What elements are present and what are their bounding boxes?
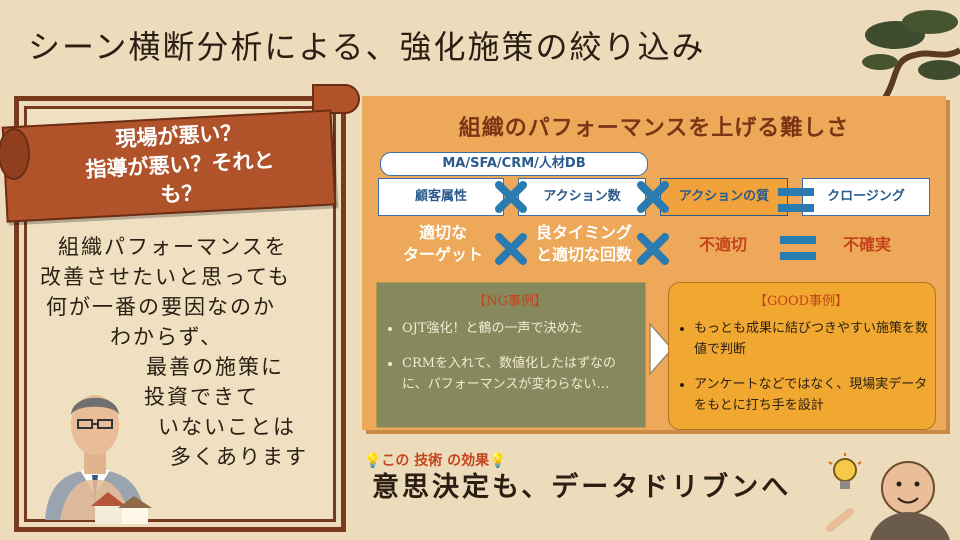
presenter-illustration <box>826 461 950 540</box>
list-item: もっとも成果に結びつきやすい施策を数値で判断 <box>694 318 928 360</box>
statement-line: 改善させたいと思っても <box>40 265 291 289</box>
banner-curl <box>0 128 30 180</box>
target-label-line-2: ターゲット <box>402 245 483 264</box>
left-frame-outer <box>14 96 346 532</box>
statement-line: 最善の施策に <box>146 355 284 379</box>
statement-line: 何が一番の要因なのか <box>46 295 276 319</box>
arrow-right-icon <box>649 322 673 376</box>
multiply-icon <box>637 181 669 213</box>
effect-label: 💡この 技術 の効果💡 <box>364 453 507 469</box>
scroll-ornament <box>312 84 360 114</box>
factor-box-closing: クロージング <box>802 178 930 216</box>
effect-headline: 意思決定も、データドリブンへ <box>372 472 792 503</box>
list-item: アンケートなどではなく、現場実データをもとに打ち手を設計 <box>694 374 928 416</box>
good-example-list: もっとも成果に結びつきやすい施策を数値で判断 アンケートなどではなく、現場実デー… <box>680 318 928 430</box>
statement-line: いないことは <box>158 415 296 439</box>
multiply-icon <box>495 233 527 265</box>
bonsai-illustration <box>862 10 960 107</box>
lightbulb-icon <box>828 453 862 489</box>
good-example-heading: 【GOOD事例】 <box>753 294 849 309</box>
list-item: CRMを入れて、数値化したはずなのに、パフォーマンスが変わらない… <box>402 353 638 395</box>
statement-line: 組織パフォーマンスを <box>58 235 288 259</box>
factor-box-customer: 顧客属性 <box>378 178 504 216</box>
page-title: シーン横断分析による、強化施策の絞り込み <box>28 28 706 66</box>
target-label-line-1: 適切な <box>418 223 467 242</box>
factor-box-action-count: アクション数 <box>518 178 646 216</box>
list-item: OJT強化！と鶴の一声で決めた <box>402 318 638 339</box>
target-label: 適切な ターゲット <box>388 222 498 268</box>
house-model-illustration <box>91 492 152 524</box>
equals-icon <box>780 236 816 262</box>
ng-example-box <box>376 282 646 428</box>
ng-example-list: OJT強化！と鶴の一声で決めた CRMを入れて、数値化したはずなのに、パフォーマ… <box>388 318 638 409</box>
uncertain-label: 不確実 <box>842 235 891 254</box>
statement-line: わからず、 <box>110 325 224 349</box>
problem-statement: 組織パフォーマンスを 改善させたいと思っても 何が一番の要因なのか わからず、 … <box>40 232 340 472</box>
data-source-pill: MA/SFA/CRM/人材DB <box>380 152 648 176</box>
equals-icon <box>778 188 814 214</box>
banner-text: 現場が悪い？ 指導が悪い？それと も？ <box>38 115 322 217</box>
panel-title: 組織のパフォーマンスを上げる難しさ <box>458 116 850 141</box>
timing-label: 良タイミング と適切な回数 <box>526 222 642 268</box>
statement-line: 多くあります <box>170 445 308 469</box>
inappropriate-label: 不適切 <box>698 235 747 254</box>
good-example-box <box>668 282 936 430</box>
multiply-icon <box>495 181 527 213</box>
timing-label-line-1: 良タイミング <box>535 223 632 242</box>
multiply-icon <box>637 233 669 265</box>
statement-line: 投資できて <box>144 385 259 409</box>
ng-example-heading: 【NG事例】 <box>473 294 547 309</box>
timing-label-line-2: と適切な回数 <box>535 245 632 264</box>
factor-box-action-quality: アクションの質 <box>660 178 788 216</box>
